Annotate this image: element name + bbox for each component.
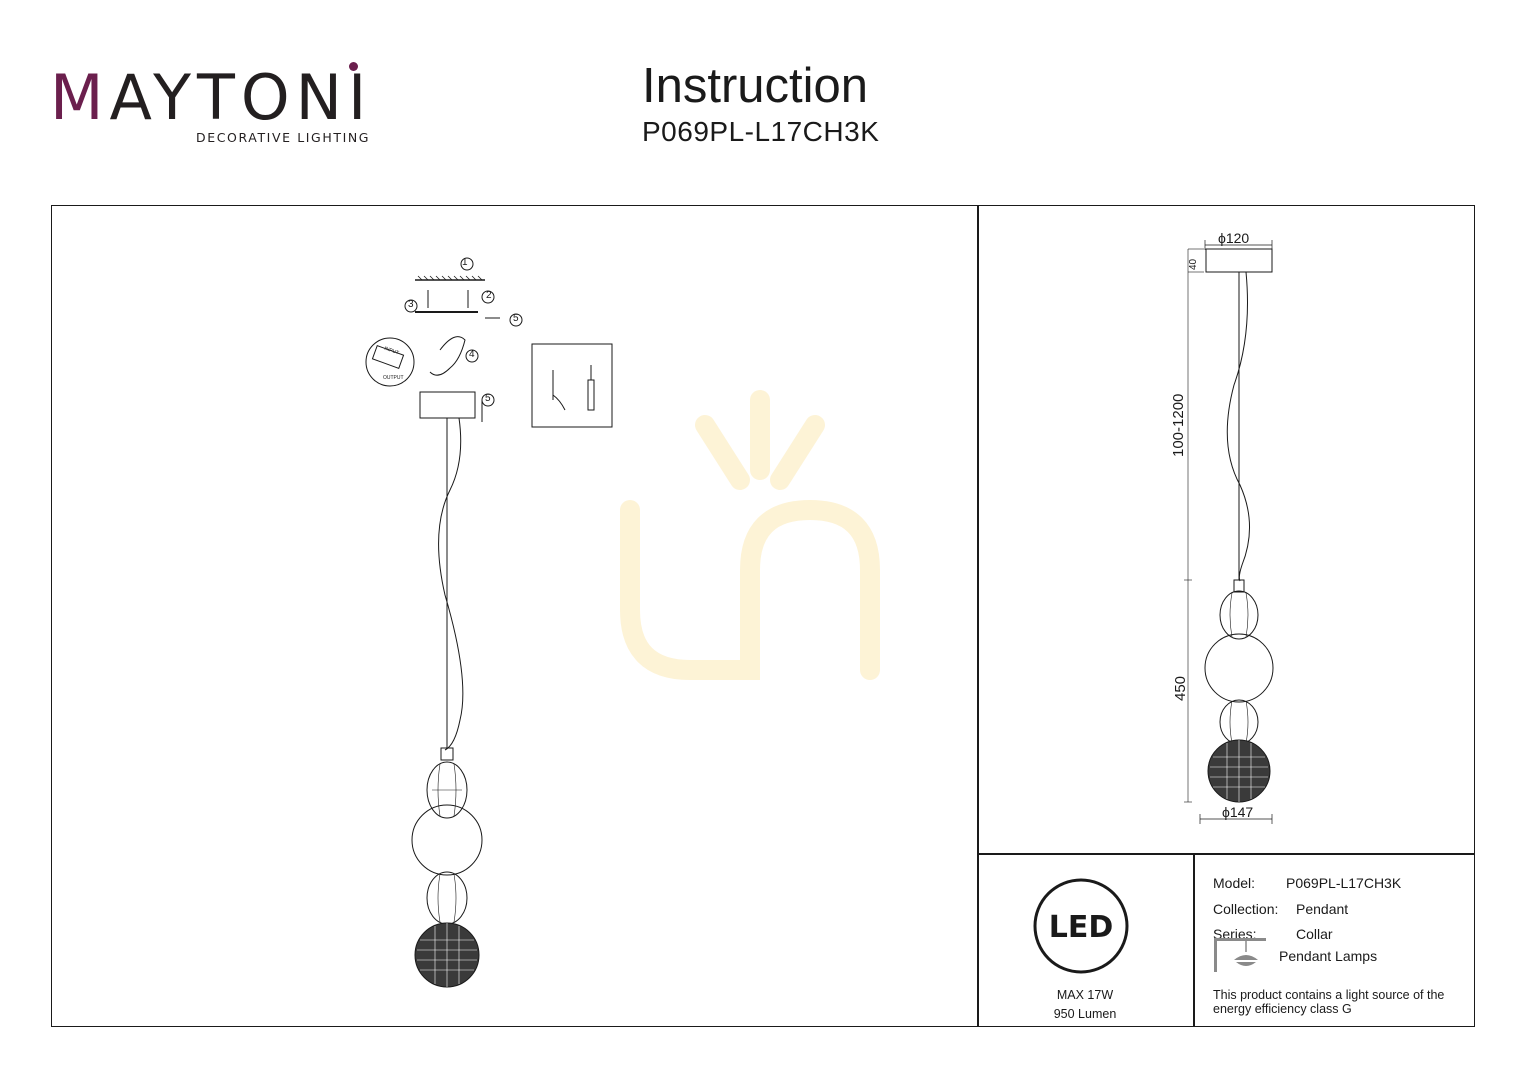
power-lumen: 950 Lumen <box>1053 1007 1117 1021</box>
dim-cable-length: 100-1200 <box>1170 393 1187 457</box>
dim-canopy-height: 40 <box>1188 258 1199 270</box>
dimension-drawing <box>1184 240 1274 824</box>
spec-collection-value: Pendant <box>1296 901 1349 917</box>
brand-dot-icon <box>349 62 358 71</box>
installation-drawing <box>365 257 613 988</box>
wire-label-output: OUTPUT <box>383 375 404 381</box>
callout-5a: 5 <box>513 313 519 324</box>
callout-2: 2 <box>486 290 492 301</box>
drawing-frame <box>51 205 1475 1027</box>
brand-name-rest: AYTONI <box>109 61 373 134</box>
led-circle-icon: LED <box>1033 878 1129 974</box>
page-model-code: P069PL-L17CH3K <box>642 116 880 147</box>
info-divider-vertical <box>1193 853 1195 1027</box>
callout-5b: 5 <box>485 393 491 404</box>
brand-initial: M <box>50 61 110 134</box>
dim-body-diameter: ϕ147 <box>1222 804 1254 820</box>
brand-wordmark: MAYTONI <box>50 62 372 134</box>
spec-series-value: Collar <box>1296 926 1333 942</box>
callout-4: 4 <box>469 349 475 360</box>
power-max: MAX 17W <box>1056 988 1114 1002</box>
callout-3: 3 <box>408 299 414 310</box>
frame-divider-vertical <box>977 205 979 1027</box>
led-badge-text: LED <box>1049 910 1114 945</box>
pendant-lamp-icon <box>1214 938 1266 972</box>
callout-1: 1 <box>462 257 468 268</box>
spec-model-value: P069PL-L17CH3K <box>1286 875 1402 891</box>
dim-body-height: 450 <box>1172 675 1189 701</box>
lamp-watermark-icon <box>620 390 880 680</box>
led-badge: LED <box>1033 878 1129 974</box>
frame-divider-horizontal <box>977 853 1475 855</box>
brand-logo: MAYTONI <box>50 62 370 152</box>
spec-type-value: Pendant Lamps <box>1279 948 1378 964</box>
page-title: Instruction <box>642 59 869 113</box>
dim-canopy-diameter: ϕ120 <box>1218 230 1250 246</box>
spec-collection-label: Collection: <box>1213 901 1279 917</box>
spec-model-label: Model: <box>1213 875 1256 891</box>
energy-class-note: This product contains a light source of … <box>1213 988 1445 1016</box>
brand-tagline: DECORATIVE LIGHTING <box>196 130 371 145</box>
